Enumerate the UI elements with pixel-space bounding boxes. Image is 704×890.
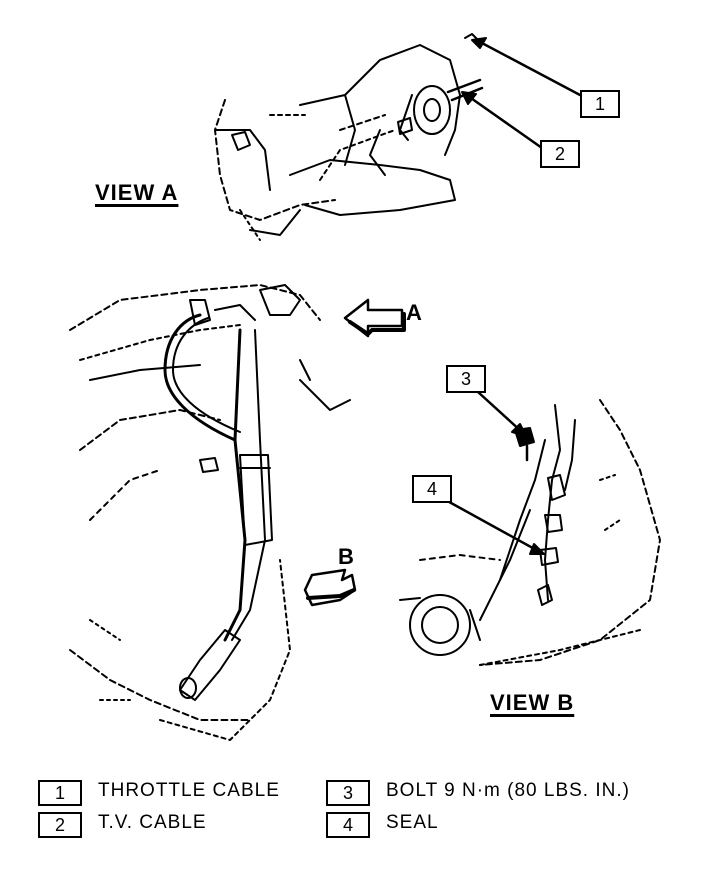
arrow-b-label: B xyxy=(338,544,354,569)
callout-3: 3 xyxy=(446,365,486,393)
callout-4: 4 xyxy=(412,475,452,503)
callout-1: 1 xyxy=(580,90,620,118)
legend-number-2: 2 xyxy=(38,812,82,838)
view-b-drawing xyxy=(399,390,661,666)
legend-text-1: THROTTLE CABLE xyxy=(98,780,280,801)
callout-2: 2 xyxy=(540,140,580,168)
legend-text-3: BOLT 9 N·m (80 LBS. IN.) xyxy=(386,780,630,801)
view-a-title: VIEW A xyxy=(95,180,179,205)
view-b-title: VIEW B xyxy=(490,690,575,715)
legend-text-2: T.V. CABLE xyxy=(98,812,207,833)
main-drawing xyxy=(69,284,406,741)
legend-number-4: 4 xyxy=(326,812,370,838)
legend-number-1: 1 xyxy=(38,780,82,806)
legend-number-3: 3 xyxy=(326,780,370,806)
arrow-a-label: A xyxy=(406,300,422,325)
view-a-drawing xyxy=(214,33,582,241)
legend-text-4: SEAL xyxy=(386,812,439,833)
